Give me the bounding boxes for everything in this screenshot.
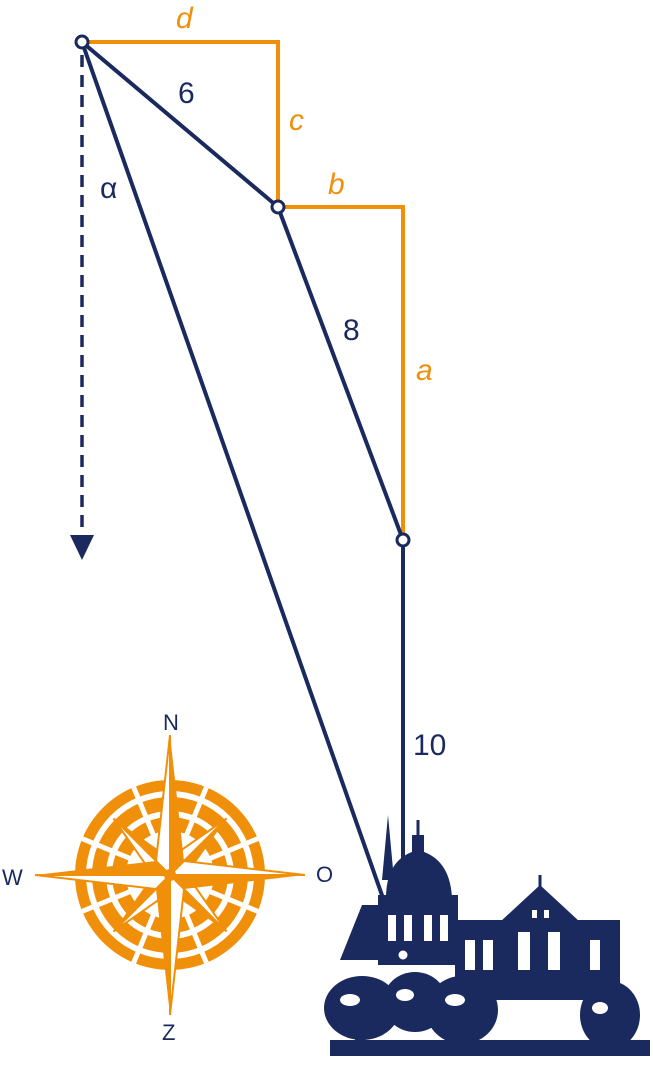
arrow-down-icon [70,55,94,560]
endpoint-marker [395,947,411,963]
resultant-line [80,41,405,956]
component-d-label: d [176,2,194,35]
component-a-label: a [416,354,433,387]
segment-6-label: 6 [178,77,195,110]
vertex-start [74,34,90,50]
vertex-3 [395,532,411,548]
vertex-2 [270,199,286,215]
compass-south-label: Z [162,1020,175,1045]
building-icon [324,815,650,1056]
segment-8-label: 8 [343,314,360,347]
compass-rose-icon [34,734,306,1016]
component-c-label: c [289,104,304,137]
segment-10-label: 10 [413,729,446,762]
compass-north-label: N [163,710,179,735]
angle-alpha-label: α [100,172,117,205]
compass-east-label: O [316,862,333,887]
segment-6-line [80,40,280,209]
compass-west-label: W [2,865,23,890]
component-d-c-line [82,40,280,207]
component-lines [82,40,405,540]
segment-8-line [276,206,405,541]
path-segments [80,40,405,956]
component-b-label: b [328,168,345,201]
component-b-a-line [278,205,405,540]
